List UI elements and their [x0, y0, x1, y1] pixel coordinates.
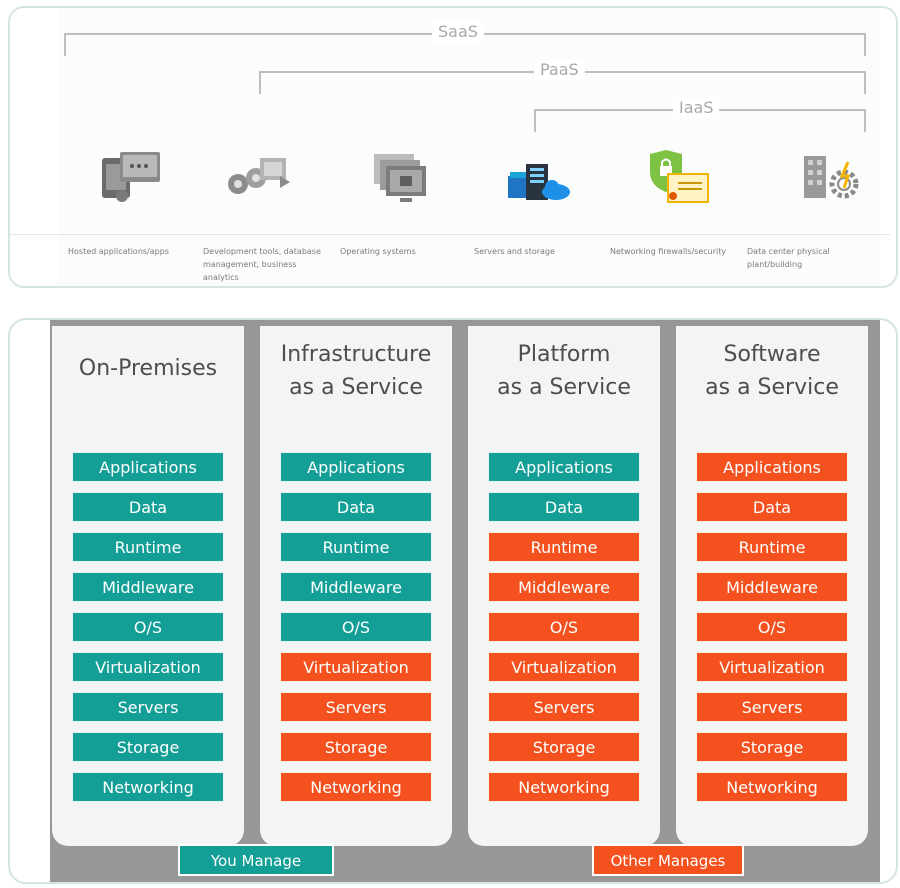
- stack-item-networking: Networking: [696, 772, 848, 802]
- column-title-line1: Software: [723, 342, 821, 367]
- category-label-hosted-apps: Hosted applications/apps: [68, 247, 169, 256]
- category-label-servers-storage: Servers and storage: [474, 247, 555, 256]
- column-title-line1: On-Premises: [78, 356, 218, 381]
- column-title: On-Premises: [52, 352, 244, 385]
- column-title-line2: as a Service: [289, 375, 423, 400]
- stack-item-storage: Storage: [488, 732, 640, 762]
- stack-item-networking: Networking: [280, 772, 432, 802]
- security-icon: [642, 150, 712, 206]
- stack-item-virtualization: Virtualization: [72, 652, 224, 682]
- column-title: Infrastructure as a Service: [260, 338, 452, 404]
- servers-storage-icon: [502, 150, 572, 206]
- other-manages-legend: Other Manages: [592, 844, 744, 876]
- stack-item-o-s: O/S: [696, 612, 848, 642]
- stack-item-o-s: O/S: [72, 612, 224, 642]
- you-manage-legend: You Manage: [178, 844, 334, 876]
- stack-item-data: Data: [72, 492, 224, 522]
- stack-item-applications: Applications: [488, 452, 640, 482]
- column-title: Software as a Service: [676, 338, 868, 404]
- stack-item-servers: Servers: [280, 692, 432, 722]
- stack-item-storage: Storage: [696, 732, 848, 762]
- column-title-line2: as a Service: [497, 375, 631, 400]
- stack-item-applications: Applications: [280, 452, 432, 482]
- stack-item-data: Data: [280, 492, 432, 522]
- stack-item-applications: Applications: [696, 452, 848, 482]
- service-scope-panel: SaaS PaaS IaaS: [8, 6, 898, 288]
- stack-item-runtime: Runtime: [72, 532, 224, 562]
- stack-item-data: Data: [488, 492, 640, 522]
- stack-item-servers: Servers: [488, 692, 640, 722]
- stack-item-virtualization: Virtualization: [488, 652, 640, 682]
- category-divider: [10, 234, 890, 235]
- stack-item-middleware: Middleware: [696, 572, 848, 602]
- stack-item-runtime: Runtime: [488, 532, 640, 562]
- column-title-line2: as a Service: [705, 375, 839, 400]
- stack-item-data: Data: [696, 492, 848, 522]
- category-label-networking-security: Networking firewalls/security: [610, 247, 727, 256]
- stack-item-servers: Servers: [696, 692, 848, 722]
- stack-item-networking: Networking: [488, 772, 640, 802]
- service-scope-area: [58, 8, 880, 286]
- stack-item-o-s: O/S: [280, 612, 432, 642]
- column-title: Platform as a Service: [468, 338, 660, 404]
- category-label-operating-systems: Operating systems: [340, 247, 416, 256]
- saas-label: SaaS: [432, 22, 484, 42]
- column-title-line1: Platform: [517, 342, 611, 367]
- column-title-line1: Infrastructure: [280, 342, 432, 367]
- stack-item-virtualization: Virtualization: [280, 652, 432, 682]
- datacenter-icon: [798, 150, 868, 206]
- stack-item-runtime: Runtime: [280, 532, 432, 562]
- paas-label: PaaS: [534, 60, 585, 80]
- hosted-apps-icon: [92, 150, 162, 206]
- stack-item-middleware: Middleware: [488, 572, 640, 602]
- operating-systems-icon: [368, 150, 438, 206]
- stack-item-middleware: Middleware: [72, 572, 224, 602]
- stack-item-virtualization: Virtualization: [696, 652, 848, 682]
- stack-item-servers: Servers: [72, 692, 224, 722]
- stack-item-o-s: O/S: [488, 612, 640, 642]
- category-label-dev-tools: Development tools, database management, …: [203, 247, 321, 282]
- stack-item-storage: Storage: [280, 732, 432, 762]
- stack-item-runtime: Runtime: [696, 532, 848, 562]
- dev-tools-icon: [220, 150, 290, 206]
- iaas-label: IaaS: [673, 98, 720, 118]
- stack-item-networking: Networking: [72, 772, 224, 802]
- category-label-datacenter: Data center physical plant/building: [747, 247, 830, 269]
- stack-item-storage: Storage: [72, 732, 224, 762]
- stack-item-applications: Applications: [72, 452, 224, 482]
- stack-item-middleware: Middleware: [280, 572, 432, 602]
